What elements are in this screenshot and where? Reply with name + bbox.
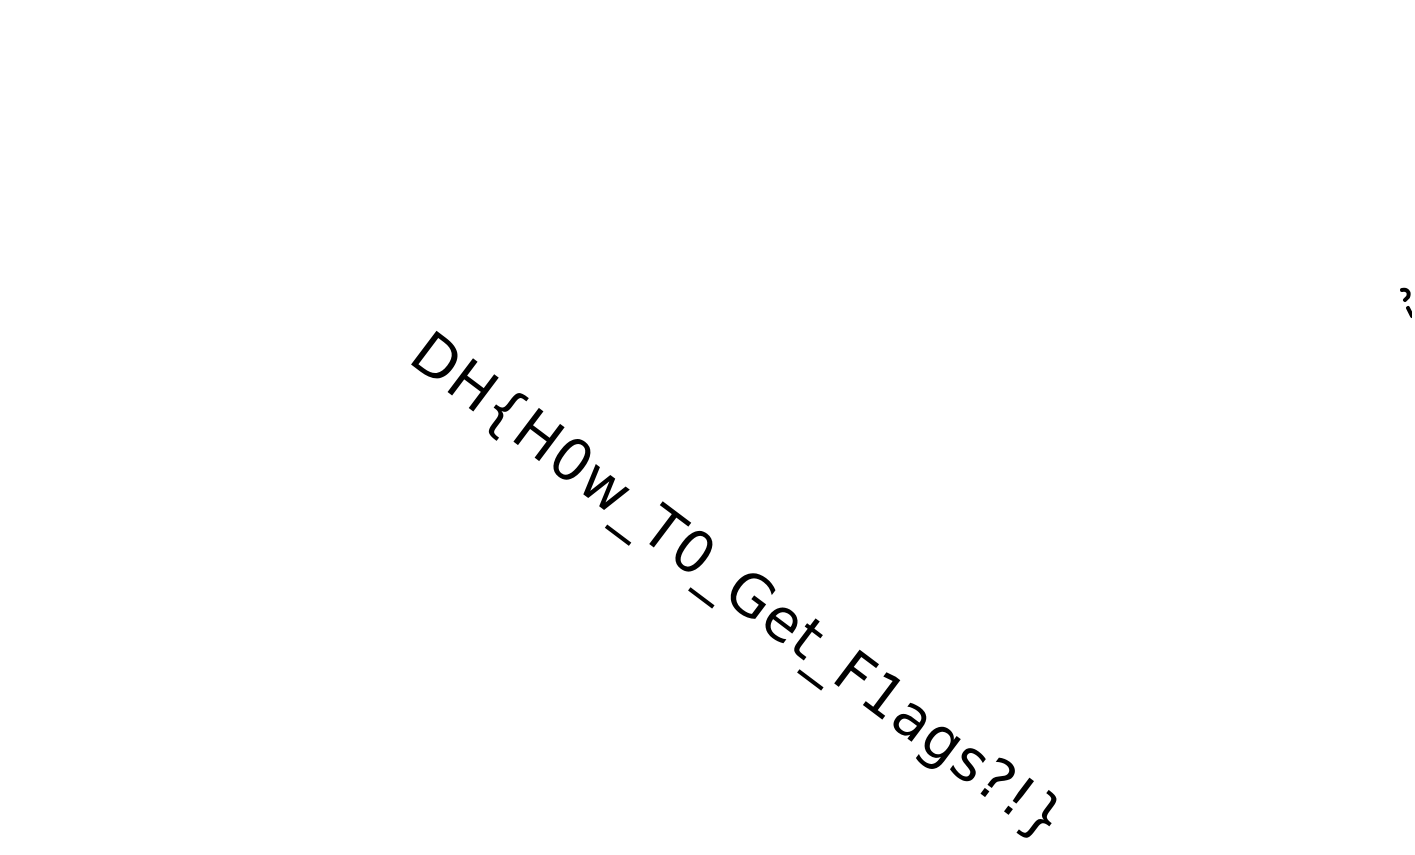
edge-glyph-fragment: [1400, 286, 1412, 320]
canvas: DH{H0w_T0_Get_F1ags?!}: [398, 286, 1412, 855]
flag-text: DH{H0w_T0_Get_F1ags?!}: [398, 318, 1080, 855]
